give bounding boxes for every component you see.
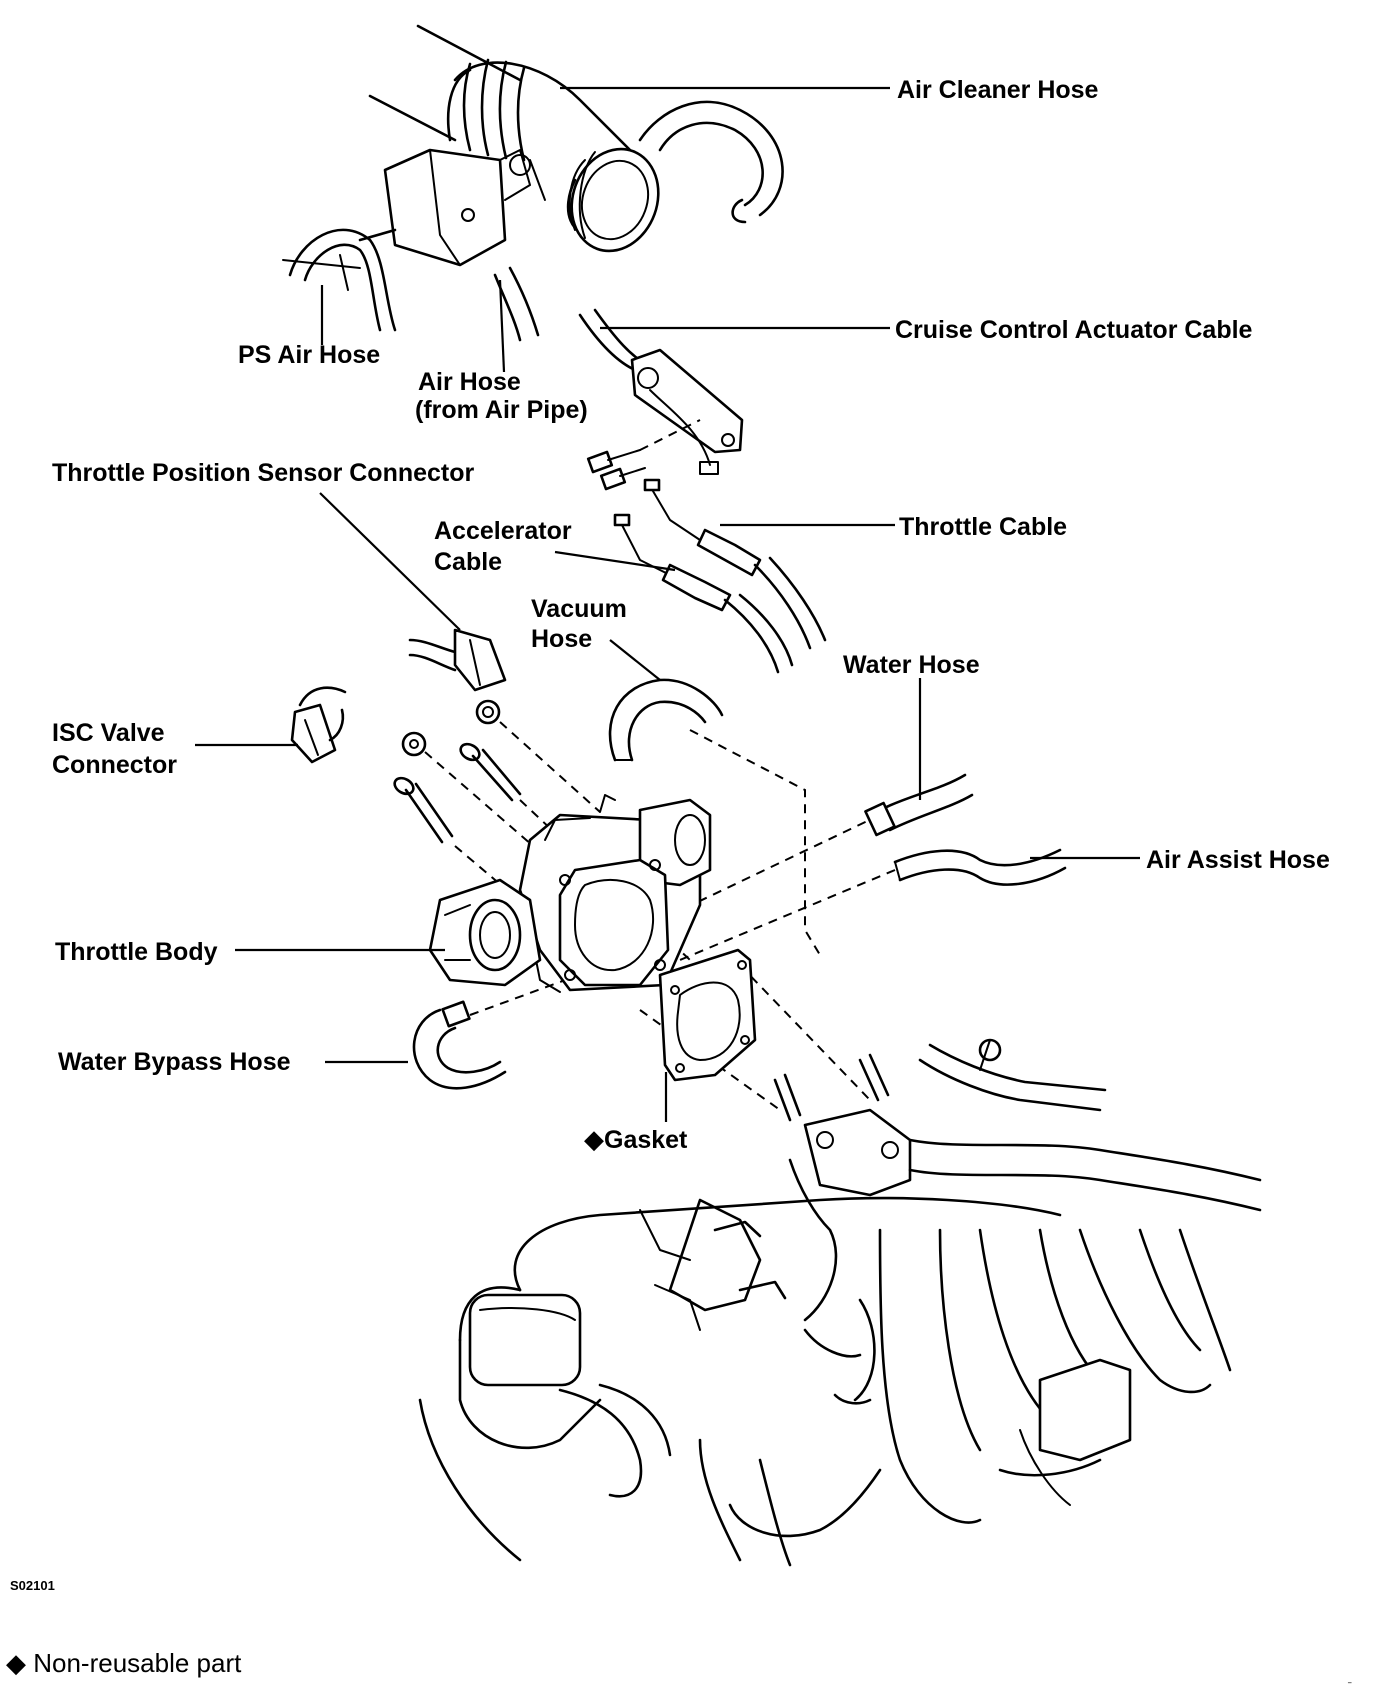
label-air-cleaner-hose: Air Cleaner Hose <box>897 76 1099 104</box>
label-accelerator-cable: Accelerator <box>434 517 572 545</box>
label-vacuum-hose-line2: Hose <box>531 625 593 653</box>
label-accelerator-cable-line2: Cable <box>434 548 503 576</box>
label-gasket: ◆Gasket <box>584 1124 687 1155</box>
corner-mark: – <box>1347 1678 1353 1688</box>
figure-code: S02101 <box>10 1578 55 1593</box>
label-throttle-body: Throttle Body <box>55 938 218 966</box>
label-air-assist-hose: Air Assist Hose <box>1146 846 1330 874</box>
label-water-bypass-hose: Water Bypass Hose <box>58 1048 291 1076</box>
legend-diamond-icon: ◆ <box>6 1648 26 1678</box>
legend-note: ◆ Non-reusable part <box>6 1648 241 1679</box>
leader-lines <box>195 86 1140 1122</box>
air-cleaner-hose-drawing <box>358 24 784 267</box>
tps-connector-drawing <box>408 628 507 725</box>
label-ps-air-hose: PS Air Hose <box>238 341 381 369</box>
ps-air-hose-drawing <box>282 228 397 332</box>
label-air-hose: Air Hose <box>418 368 521 396</box>
water-bypass-hose-drawing <box>412 1000 507 1090</box>
isc-connector-drawing <box>290 686 347 764</box>
air-assist-hose-drawing <box>893 848 1067 886</box>
cruise-control-cable-drawing <box>578 308 744 475</box>
water-hose-drawing <box>864 773 974 837</box>
label-vacuum-hose: Vacuum <box>531 595 627 623</box>
vacuum-hose-drawing <box>608 678 724 762</box>
label-isc-valve-line2: Connector <box>52 751 177 779</box>
non-reusable-diamond-icon: ◆ <box>584 1124 604 1154</box>
fasteners-drawing <box>393 731 522 844</box>
gasket-drawing <box>658 948 757 1082</box>
bracket-bolts-drawing <box>586 419 701 491</box>
label-throttle-cable: Throttle Cable <box>899 513 1068 541</box>
label-air-hose-sub: (from Air Pipe) <box>415 396 588 424</box>
label-isc-valve: ISC Valve <box>52 719 165 747</box>
label-gasket-text: Gasket <box>604 1126 688 1154</box>
studs-drawing <box>773 1053 890 1122</box>
intake-manifold-drawing <box>418 1038 1262 1567</box>
accelerator-cable-drawing <box>613 513 794 674</box>
air-hose-drawing <box>493 266 540 342</box>
throttle-body-drawing <box>428 794 712 993</box>
label-cruise-control-cable: Cruise Control Actuator Cable <box>895 316 1253 344</box>
legend-text: Non-reusable part <box>33 1648 242 1678</box>
label-water-hose: Water Hose <box>843 651 980 679</box>
throttle-cable-drawing <box>643 478 827 650</box>
label-tps-connector: Throttle Position Sensor Connector <box>52 459 475 487</box>
